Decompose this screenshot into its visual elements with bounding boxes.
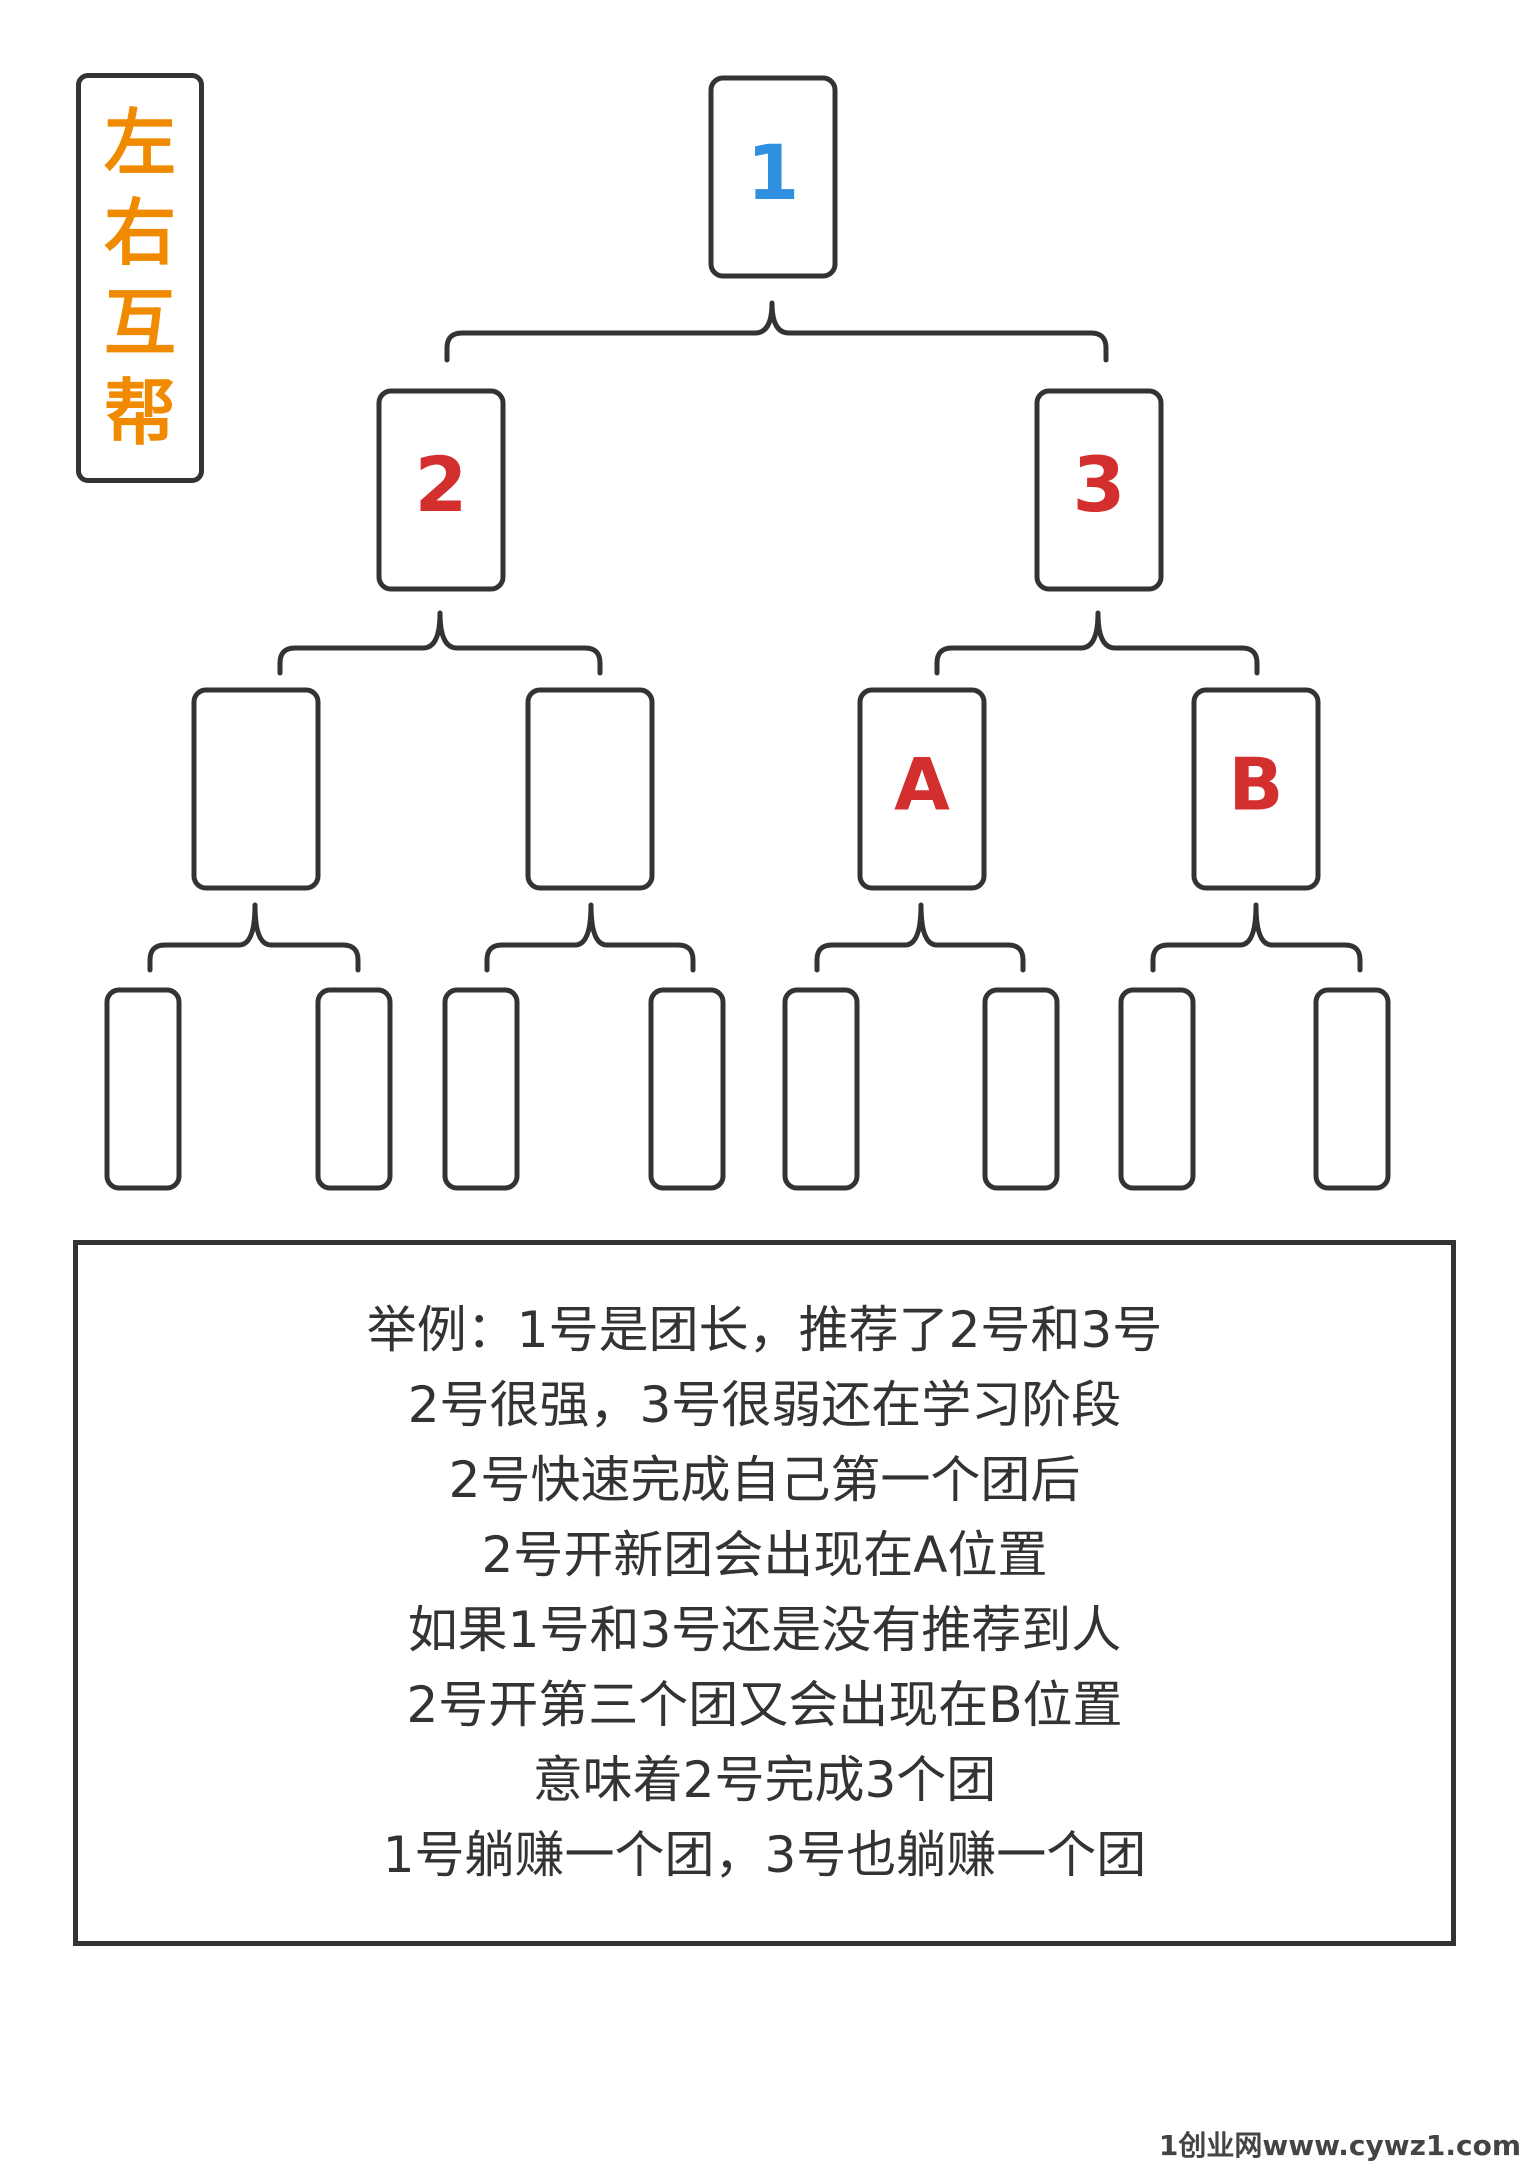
example-line: 举例：1号是团长，推荐了2号和3号 — [366, 1301, 1163, 1359]
leaf-node — [982, 987, 1060, 1191]
leaf-node — [782, 987, 860, 1191]
example-box: 举例：1号是团长，推荐了2号和3号 2号很强，3号很弱还在学习阶段 2号快速完成… — [73, 1240, 1456, 1946]
leaf-node — [315, 987, 393, 1191]
example-line: 如果1号和3号还是没有推荐到人 — [407, 1601, 1122, 1659]
brace-l2-2 — [484, 902, 696, 973]
leaf-node — [104, 987, 182, 1191]
example-line: 意味着2号完成3个团 — [532, 1751, 997, 1809]
node-root-label: 1 — [747, 128, 800, 217]
watermark-text: 1创业网www.cywz1.com — [1158, 2129, 1521, 2162]
title-char: 互 — [103, 281, 176, 365]
leaf-node — [1313, 987, 1391, 1191]
node-a — [857, 687, 987, 891]
leaf-node — [442, 987, 520, 1191]
node-3 — [1034, 388, 1164, 592]
node-b-label: B — [1229, 743, 1284, 827]
node-empty-2 — [525, 687, 655, 891]
node-a-label: A — [894, 743, 950, 827]
brace-root — [444, 300, 1109, 363]
example-line: 2号开新团会出现在A位置 — [481, 1526, 1048, 1584]
node-3-label: 3 — [1073, 440, 1126, 529]
node-b — [1191, 687, 1321, 891]
node-empty-1 — [191, 687, 321, 891]
title-box: 左 右 互 帮 — [76, 73, 204, 483]
leaf-node — [648, 987, 726, 1191]
example-line: 2号开第三个团又会出现在B位置 — [406, 1676, 1123, 1734]
title-char: 左 — [103, 101, 176, 185]
brace-node-2 — [277, 610, 603, 676]
brace-l2-b — [1150, 902, 1363, 973]
leaf-node — [1118, 987, 1196, 1191]
brace-l2-a — [814, 902, 1026, 973]
title-char: 右 — [103, 191, 176, 275]
brace-l2-1 — [147, 902, 361, 973]
example-line: 2号快速完成自己第一个团后 — [448, 1451, 1081, 1509]
node-2-label: 2 — [415, 440, 468, 529]
example-line: 2号很强，3号很弱还在学习阶段 — [407, 1376, 1122, 1434]
title-char: 帮 — [103, 371, 176, 455]
brace-node-3 — [934, 610, 1260, 676]
example-line: 1号躺赚一个团，3号也躺赚一个团 — [382, 1826, 1147, 1884]
node-2 — [376, 388, 506, 592]
tree-diagram: 1 2 3 A B — [104, 75, 1391, 1191]
node-root — [708, 75, 838, 279]
